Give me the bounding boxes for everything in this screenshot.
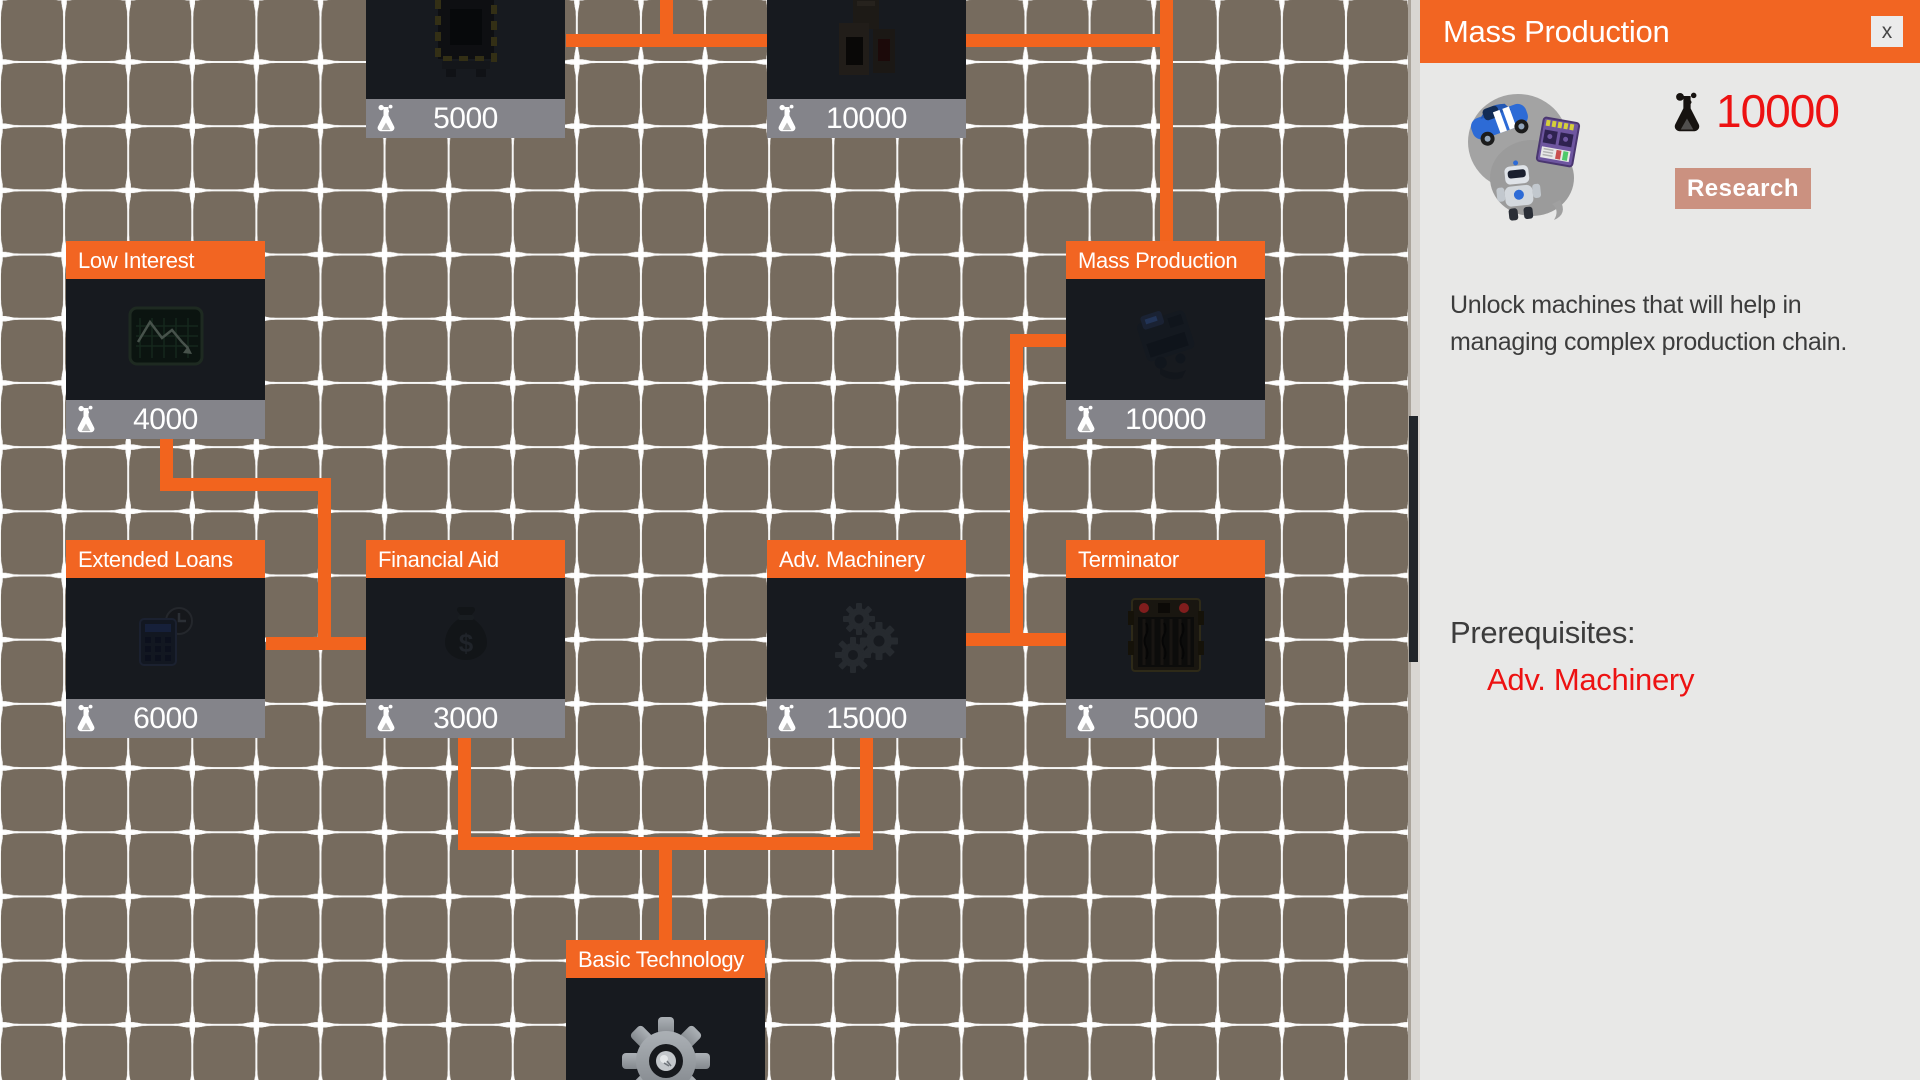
gears-icon	[834, 602, 898, 673]
node-cost-bar: 5000	[1066, 699, 1265, 738]
node-cost-bar: 10000	[1066, 400, 1265, 439]
prerequisite-item: Adv. Machinery	[1487, 662, 1695, 697]
science-flask-icon	[77, 405, 95, 433]
science-flask-icon	[77, 704, 95, 732]
node-cost: 5000	[433, 101, 498, 135]
tech-node-extended-loans[interactable]: Extended Loans 6000	[66, 540, 265, 738]
node-cost: 10000	[826, 101, 907, 135]
tech-node-basic-technology[interactable]: Basic Technology	[566, 940, 765, 1080]
tech-node-terminator[interactable]: Terminator 5000	[1066, 540, 1265, 738]
node-cost-bar: 4000	[66, 400, 265, 439]
node-cost-bar: 5000	[366, 99, 565, 138]
connection-segment	[266, 637, 366, 650]
node-cost: 5000	[1133, 701, 1198, 735]
panel-header: Mass Production x	[1420, 0, 1920, 63]
scrollbar-thumb[interactable]	[1409, 416, 1418, 662]
node-cost: 3000	[433, 701, 498, 735]
panel-title: Mass Production	[1443, 14, 1670, 49]
tech-node-low-interest[interactable]: Low Interest 4000	[66, 241, 265, 439]
connection-segment	[458, 738, 471, 850]
terminator-machine-icon	[1127, 597, 1204, 672]
connection-segment	[659, 850, 672, 940]
node-title-bar: Extended Loans	[66, 540, 265, 578]
tech-node-adv-machinery[interactable]: Adv. Machinery	[767, 540, 966, 738]
connection-segment	[1010, 334, 1023, 646]
node-cost: 15000	[826, 701, 907, 735]
node-cost-bar: 15000	[767, 699, 966, 738]
science-flask-icon	[1077, 405, 1095, 433]
node-title-bar: Financial Aid	[366, 540, 565, 578]
node-title-bar: Low Interest	[66, 241, 265, 279]
node-cost-bar: 10000	[767, 99, 966, 138]
connection-segment	[860, 738, 873, 837]
mass-production-machine-icon	[1136, 309, 1194, 379]
science-flask-icon	[1674, 92, 1700, 132]
prerequisites-label: Prerequisites:	[1450, 615, 1636, 650]
calculator-clock-icon	[138, 606, 193, 666]
research-details-panel: Mass Production x	[1420, 0, 1920, 1080]
science-flask-icon	[1077, 704, 1095, 732]
science-flask-icon	[377, 704, 395, 732]
node-cost: 6000	[133, 701, 198, 735]
research-button[interactable]: Research	[1675, 168, 1811, 209]
connection-segment	[1160, 0, 1173, 241]
connection-segment	[318, 478, 331, 650]
connection-segment	[458, 837, 873, 850]
close-button[interactable]: x	[1871, 16, 1903, 47]
tech-node-top-2[interactable]: 10000	[767, 0, 966, 138]
node-title-bar: Basic Technology	[566, 940, 765, 978]
node-title-bar: Mass Production	[1066, 241, 1265, 279]
gear-icon	[621, 1017, 710, 1080]
furnace-icon	[838, 0, 895, 75]
node-title-bar: Terminator	[1066, 540, 1265, 578]
tech-node-financial-aid[interactable]: Financial Aid $ 3000	[366, 540, 565, 738]
connection-segment	[966, 34, 1173, 47]
node-cost: 4000	[133, 402, 198, 436]
science-flask-icon	[778, 104, 796, 132]
connection-segment	[660, 0, 673, 47]
science-flask-icon	[778, 704, 796, 732]
node-title-bar: Adv. Machinery	[767, 540, 966, 578]
connection-segment	[160, 478, 331, 491]
connection-segment	[160, 438, 173, 491]
node-cost-bar: 6000	[66, 699, 265, 738]
science-flask-icon	[377, 104, 395, 132]
money-bag-icon: $	[444, 606, 487, 660]
node-cost: 10000	[1125, 402, 1206, 436]
research-cost: 10000	[1716, 85, 1840, 137]
research-description: Unlock machines that will help in managi…	[1450, 291, 1847, 356]
connection-segment	[1010, 334, 1066, 347]
svg-text:$: $	[458, 628, 473, 658]
research-art-icon	[1468, 94, 1581, 221]
node-cost-bar: 3000	[366, 699, 565, 738]
stamping-machine-icon	[434, 0, 497, 77]
declining-chart-icon	[128, 306, 203, 365]
tech-node-mass-production[interactable]: Mass Production 10000	[1066, 241, 1265, 439]
tech-node-top-1[interactable]: 5000	[366, 0, 565, 138]
